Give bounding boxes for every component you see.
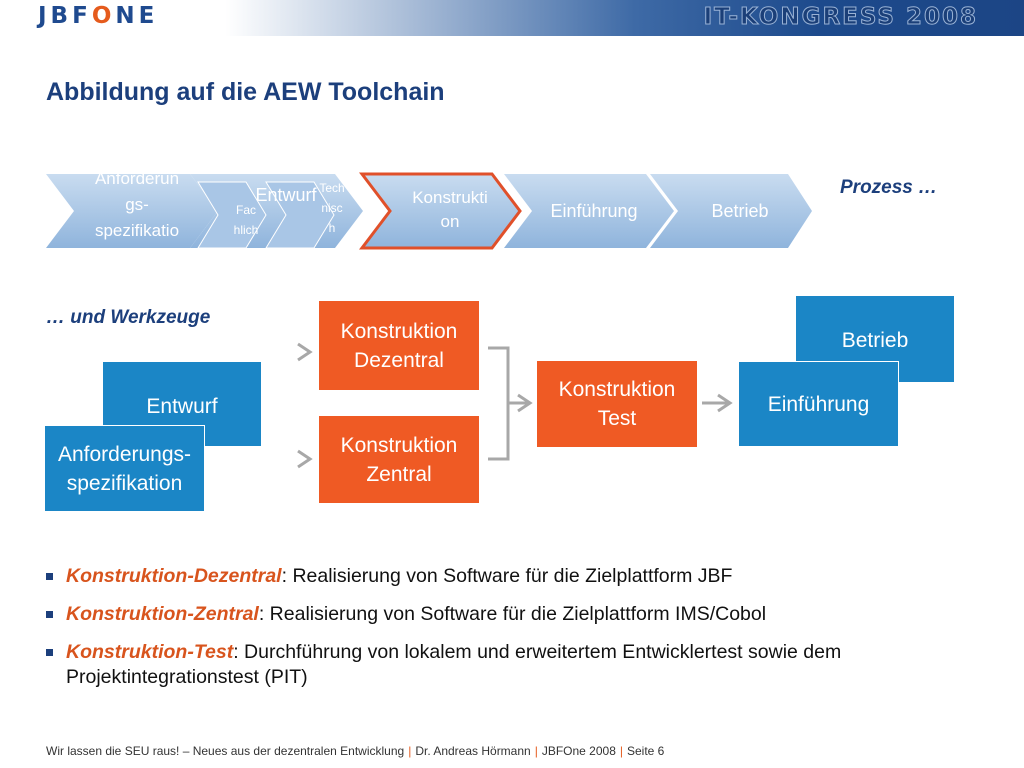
chevron-text-betrieb: Betrieb bbox=[711, 201, 769, 221]
bullet-square-icon bbox=[46, 611, 53, 618]
chevron-text-entwurf: Entwurf bbox=[255, 185, 317, 205]
chevron-text-fachlich: Fac hlich bbox=[233, 203, 259, 237]
process-label: Prozess … bbox=[840, 177, 938, 198]
bullet-konstruktion-dezentral: Konstruktion-Dezentral: Realisierung von… bbox=[44, 564, 1004, 589]
slide-title: Abbildung auf die AEW Toolchain bbox=[46, 78, 445, 106]
arrow-to-einfuehrung-head bbox=[717, 393, 733, 413]
bullet-konstruktion-test: Konstruktion-Test: Durchführung von loka… bbox=[44, 640, 1004, 690]
process-step-einfuehrung bbox=[504, 174, 674, 248]
arrow-to-test-head bbox=[517, 393, 533, 413]
bullet-square-icon bbox=[46, 649, 53, 656]
bullet-square-icon bbox=[46, 573, 53, 580]
process-chevrons bbox=[46, 172, 812, 250]
event-title: IT-KONGRESS 2008 bbox=[703, 4, 978, 31]
process-step-entwurf-technisch bbox=[265, 181, 335, 249]
process-step-entwurf-fachlich bbox=[197, 181, 267, 249]
tools-label: … und Werkzeuge bbox=[46, 307, 211, 328]
chevron-text-anforderung: Anforderun gs- spezifikatio bbox=[94, 169, 180, 240]
arrow-to-dezentral-head bbox=[297, 342, 313, 362]
bracket-konstruktion bbox=[488, 346, 530, 461]
chevron-text-konstruktion: Konstrukti on bbox=[412, 188, 488, 231]
bullet-konstruktion-zentral: Konstruktion-Zentral: Realisierung von S… bbox=[44, 602, 1004, 627]
chevron-text-einfuehrung: Einführung bbox=[550, 201, 638, 221]
arrow-to-zentral-head bbox=[297, 449, 313, 469]
bullet-list: Konstruktion-Dezentral: Realisierung von… bbox=[44, 564, 1004, 703]
jbfone-logo: JBFONE bbox=[38, 3, 159, 29]
header-bar bbox=[0, 0, 1024, 36]
tool-box-einfuehrung: Einführung bbox=[738, 361, 899, 447]
process-step-konstruktion bbox=[358, 172, 522, 250]
chevron-text-technisch: Tech nisc h bbox=[319, 181, 345, 235]
process-step-betrieb bbox=[650, 174, 812, 248]
process-step-anforderung bbox=[46, 174, 218, 248]
slide-footer: Wir lassen die SEU raus! – Neues aus der… bbox=[46, 744, 665, 758]
tool-box-anforderungsspezifikation: Anforderungs-spezifikation bbox=[44, 425, 205, 512]
